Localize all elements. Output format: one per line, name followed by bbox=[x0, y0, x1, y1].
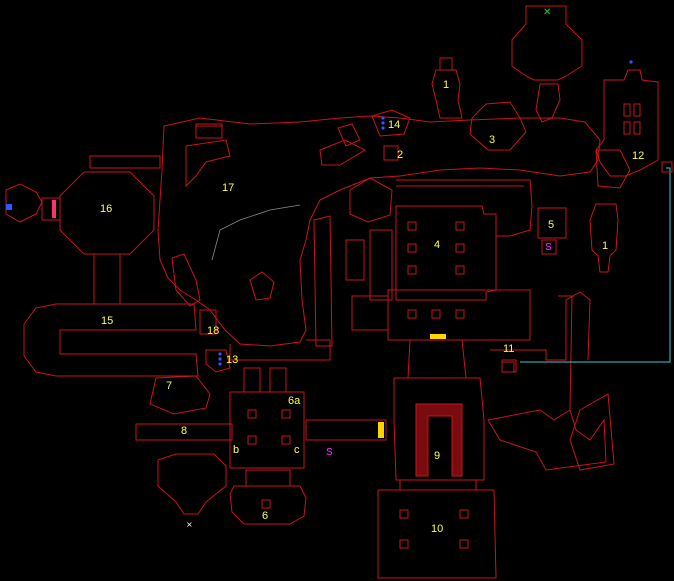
room-1-right bbox=[589, 203, 619, 273]
teleport-line bbox=[520, 167, 671, 363]
room-11-conn bbox=[490, 291, 591, 373]
label-13: 13 bbox=[226, 354, 238, 366]
room-16 bbox=[59, 155, 161, 305]
label-5: 5 bbox=[548, 219, 554, 231]
label-18: 18 bbox=[207, 325, 219, 337]
room-10 bbox=[377, 479, 497, 579]
room-6 bbox=[229, 469, 307, 525]
start-marker: ✕ bbox=[543, 7, 551, 18]
label-9: 9 bbox=[434, 450, 440, 462]
room-12-east bbox=[569, 393, 615, 471]
corridor-west bbox=[229, 215, 393, 361]
label-3: 3 bbox=[489, 134, 495, 146]
label-4: 4 bbox=[434, 239, 440, 251]
room-14 bbox=[371, 109, 411, 137]
exit-marker: × bbox=[186, 520, 193, 529]
label-14: 14 bbox=[388, 119, 400, 131]
label-1-top: 1 bbox=[443, 79, 449, 91]
yellow-doors bbox=[378, 334, 446, 438]
secret-s2: S bbox=[326, 447, 333, 458]
room-9-lava bbox=[415, 403, 463, 477]
label-10: 10 bbox=[431, 523, 443, 535]
start-room bbox=[511, 5, 583, 123]
room-18 bbox=[171, 253, 217, 335]
room-15 bbox=[23, 303, 199, 377]
room-12 bbox=[595, 69, 659, 189]
room-4-corridor bbox=[396, 179, 533, 237]
label-16: 16 bbox=[100, 203, 112, 215]
label-8: 8 bbox=[181, 425, 187, 437]
room-9-outer bbox=[393, 339, 485, 481]
room-5 bbox=[537, 207, 567, 255]
label-12: 12 bbox=[632, 150, 644, 162]
red-door bbox=[52, 200, 56, 218]
label-7: 7 bbox=[166, 380, 172, 392]
room-7 bbox=[149, 375, 211, 415]
east-corridor bbox=[487, 295, 607, 471]
cave-17-islands bbox=[249, 123, 393, 301]
teleporter-pad-12 bbox=[661, 161, 673, 173]
label-17: 17 bbox=[222, 182, 234, 194]
label-6: 6 bbox=[262, 510, 268, 522]
pillars bbox=[195, 103, 641, 549]
cave-17-wall bbox=[157, 115, 601, 347]
secret-s1: S bbox=[545, 242, 552, 253]
label-15: 15 bbox=[101, 315, 113, 327]
blue-key-markers bbox=[6, 60, 633, 366]
teleporter-pad-11 bbox=[501, 361, 515, 373]
room-8 bbox=[135, 423, 233, 515]
room-6a bbox=[229, 367, 305, 469]
cave-17-inner bbox=[211, 204, 301, 261]
label-1-right: 1 bbox=[602, 240, 608, 252]
room-16-west bbox=[5, 183, 61, 223]
label-6a: 6a bbox=[288, 395, 301, 407]
room-1-top bbox=[431, 57, 463, 119]
label-6c: c bbox=[294, 444, 300, 456]
room-4-wall bbox=[387, 205, 531, 341]
room-16-stair bbox=[185, 123, 231, 188]
room-13 bbox=[205, 349, 231, 373]
label-6b: b bbox=[233, 444, 239, 456]
label-2: 2 bbox=[397, 149, 403, 161]
bridge-6a-9 bbox=[305, 419, 387, 441]
room-3 bbox=[469, 101, 527, 151]
label-11: 11 bbox=[503, 343, 514, 355]
